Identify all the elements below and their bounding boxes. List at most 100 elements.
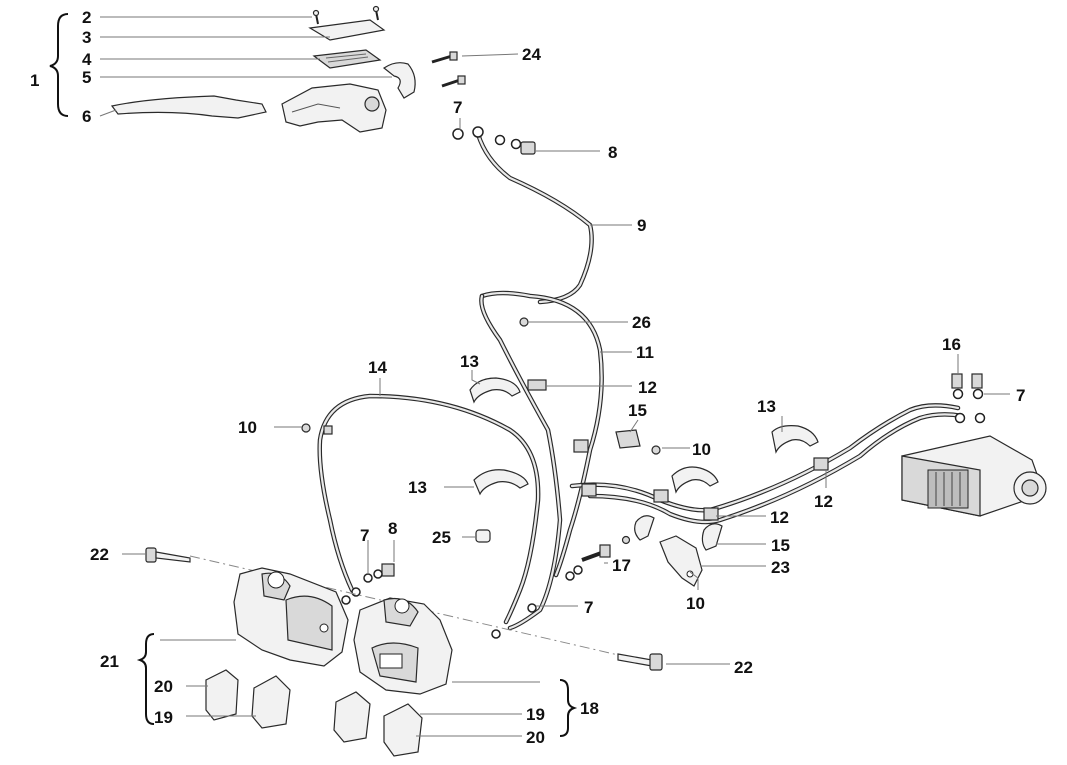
callout-6: 6 xyxy=(82,107,91,126)
hose-guide-12a xyxy=(527,379,547,391)
caliper-axis-line xyxy=(189,555,641,661)
washer-top-left xyxy=(452,128,464,140)
callout-12-c: 12 xyxy=(770,508,789,527)
brake-caliper-right xyxy=(353,597,453,695)
callout-22-left: 22 xyxy=(90,545,109,564)
brake-pad-20-right xyxy=(383,703,423,757)
callout-13-b: 13 xyxy=(408,478,427,497)
reservoir-screw-left xyxy=(312,9,320,25)
caliper-bolt-left xyxy=(145,547,191,563)
callout-10-left: 10 xyxy=(238,418,257,437)
hose-guide-mid xyxy=(573,439,589,453)
abs-bolt-16 xyxy=(951,373,983,389)
washer-top-right xyxy=(510,138,522,150)
screw-10-low xyxy=(621,535,631,545)
group-18-brace xyxy=(559,679,578,737)
brake-pad-20-left xyxy=(205,669,239,721)
banjo-bolt-mid xyxy=(381,563,395,577)
washer-17-a xyxy=(565,571,575,581)
reservoir-cover xyxy=(308,19,386,41)
callout-2: 2 xyxy=(82,8,91,27)
callout-19-left: 19 xyxy=(154,708,173,727)
cap-25 xyxy=(475,529,491,543)
callout-15-b: 15 xyxy=(771,536,790,555)
brake-hose-14 xyxy=(317,393,541,625)
screw-10-mid xyxy=(651,445,661,455)
hose-guide-right xyxy=(653,489,669,503)
hose-clamp-13d xyxy=(671,466,719,494)
hose-clip-15c xyxy=(634,515,655,541)
brake-hose-left-branch xyxy=(479,293,563,631)
callout-19-right: 19 xyxy=(526,705,545,724)
mounting-screw-lower xyxy=(441,75,466,88)
hose-clamp-13b xyxy=(473,469,529,496)
washer-top-mid xyxy=(494,134,506,146)
reservoir-diaphragm xyxy=(312,49,382,69)
screw-10-left xyxy=(301,423,311,433)
callout-8-mid: 8 xyxy=(388,519,397,538)
abs-bracket xyxy=(659,535,703,587)
callout-20-right: 20 xyxy=(526,728,545,747)
callout-24: 24 xyxy=(522,45,541,64)
master-cylinder-body xyxy=(281,83,387,133)
callout-12-a: 12 xyxy=(638,378,657,397)
callout-5: 5 xyxy=(82,68,91,87)
callout-25: 25 xyxy=(432,528,451,547)
callout-7-abs: 7 xyxy=(1016,386,1025,405)
mounting-screw-upper xyxy=(431,51,458,64)
callout-1: 1 xyxy=(30,71,39,90)
callout-18: 18 xyxy=(580,699,599,718)
washer-17-b xyxy=(573,565,583,575)
brake-caliper-left xyxy=(233,567,349,667)
callout-7-top: 7 xyxy=(453,98,462,117)
brake-lever xyxy=(110,95,267,119)
washer-mid-a xyxy=(363,573,373,583)
callout-8-top: 8 xyxy=(608,143,617,162)
callout-9: 9 xyxy=(637,216,646,235)
callout-20-left: 20 xyxy=(154,677,173,696)
front-brake-hose-9 xyxy=(472,126,594,305)
callout-14: 14 xyxy=(368,358,387,377)
washer-abs-d xyxy=(974,412,986,424)
brake-pad-19-right xyxy=(333,691,371,743)
callout-7-mid: 7 xyxy=(360,526,369,545)
hose-clamp-13c xyxy=(771,425,819,454)
hose-clamp-13a xyxy=(469,377,521,404)
master-cylinder-group xyxy=(49,5,466,133)
callout-26: 26 xyxy=(632,313,651,332)
washer-abs-b xyxy=(972,388,984,400)
callout-10-low: 10 xyxy=(686,594,705,613)
washer-caliper-a xyxy=(341,595,351,605)
washer-abs-a xyxy=(952,388,964,400)
callout-15-a: 15 xyxy=(628,401,647,420)
brake-hose-11 xyxy=(479,290,604,578)
washer-abs-c xyxy=(954,412,966,424)
callout-12-b: 12 xyxy=(814,492,833,511)
hose-guide-12c xyxy=(703,507,719,521)
bolt-17 xyxy=(581,544,611,562)
screw-26 xyxy=(519,317,529,327)
washer-right-a xyxy=(527,603,537,613)
callout-4: 4 xyxy=(82,50,92,69)
callout-22-right: 22 xyxy=(734,658,753,677)
group-1-brace xyxy=(49,13,69,117)
hose-clip-15a xyxy=(615,429,641,449)
callout-16: 16 xyxy=(942,335,961,354)
hose-guide-12b xyxy=(813,457,829,471)
washer-right-b xyxy=(491,629,501,639)
callout-labels: 1 2 3 4 5 6 7 8 24 9 26 11 14 13 12 15 1… xyxy=(30,8,1025,747)
washer-mid-b xyxy=(373,569,383,579)
caliper-bolt-right xyxy=(617,653,663,671)
callout-13-c: 13 xyxy=(757,397,776,416)
lever-bracket xyxy=(382,62,416,99)
callout-21: 21 xyxy=(100,652,119,671)
abs-brake-line xyxy=(569,403,965,525)
callout-10-mid: 10 xyxy=(692,440,711,459)
hose-guide-left xyxy=(581,483,597,497)
banjo-bolt-top xyxy=(520,141,536,155)
callout-3: 3 xyxy=(82,28,91,47)
reservoir-screw-right xyxy=(372,5,380,21)
callout-17: 17 xyxy=(612,556,631,575)
group-21-brace xyxy=(136,633,155,725)
